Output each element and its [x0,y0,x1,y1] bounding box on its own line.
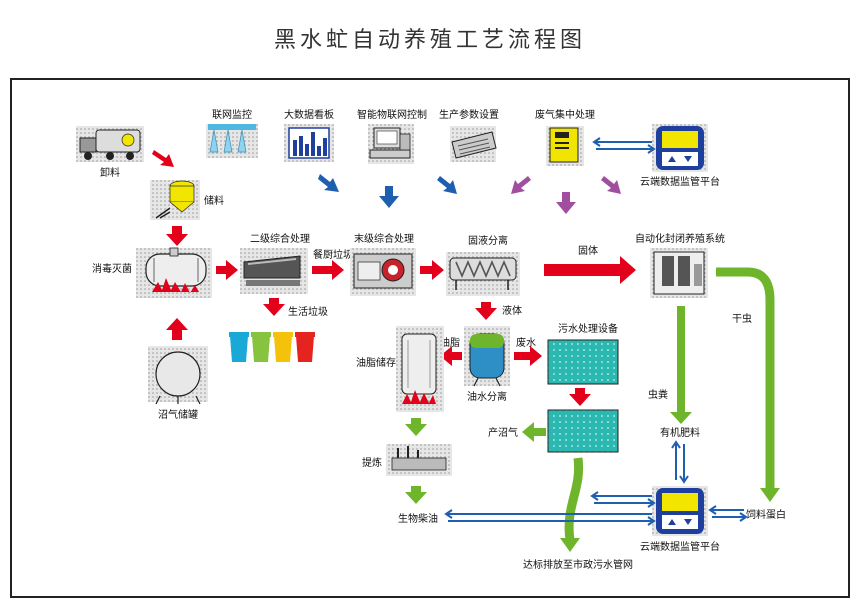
secondary-treatment-icon [240,248,308,294]
refine-down-arrow [405,418,427,436]
garbage-bin-lid [295,332,315,337]
oil-water-separator-icon [464,326,510,387]
insect-feces-label: 虫粪 [648,388,668,401]
garbage-bin [274,336,292,362]
param-down-arrow [511,176,531,194]
liquid-down-arrow [475,302,497,320]
data-board-down-arrow [379,186,399,208]
arrow-to-solid-liquid [420,260,444,280]
exhaust-processing-label: 废气集中处理 [535,108,595,121]
iot-down-arrow [437,176,457,194]
biogas-tank-label: 沼气储罐 [158,408,198,421]
biodiesel-label: 生物柴油 [398,512,438,525]
wastewater-arrow [514,346,542,366]
big-data-board-label: 大数据看板 [284,108,334,121]
biogas-arrow [522,422,546,442]
garbage-bin-lid [251,332,271,337]
truck-icon [76,126,144,162]
grease-label: 油脂 [440,336,460,349]
sewage-equipment-icon [547,339,619,385]
garbage-bin-lid [273,332,293,337]
solid-arrow [544,256,636,284]
diagram-frame [10,78,850,598]
cloud-platform-top-label: 云端数据监管平台 [640,175,720,188]
refining-label: 提炼 [362,456,382,469]
discharge-path [564,457,584,541]
wastewater-label: 废水 [516,336,536,349]
sewage-tank-2-icon [547,409,619,453]
dry-insect-path [716,267,775,490]
auto-breeding-label: 自动化封闭养殖系统 [635,232,725,245]
cloud-platform-bottom-icon [652,486,708,536]
storage-silo-icon [150,180,200,220]
big-data-board-icon [284,124,334,162]
organic-fertilizer-label: 有机肥料 [660,426,700,439]
solid-label: 固体 [578,245,598,257]
biogas-produce-label: 产沼气 [488,426,518,439]
cloud-platform-top-icon [652,124,708,172]
arrow-to-final [312,260,344,280]
disinfection-label: 消毒灭菌 [92,262,132,275]
sewage-equipment-label: 污水处理设备 [558,322,618,335]
exhaust-processor-icon [546,126,584,166]
domestic-garbage-label: 生活垃圾 [288,305,328,318]
dry-insect-label: 干虫 [732,313,752,325]
grease-storage-icon [396,326,444,412]
grease-arrow [440,346,462,366]
dry-insect-arrowhead [760,488,780,502]
page-title: 黑水虻自动养殖工艺流程图 [273,28,586,53]
unload-arrow [152,150,174,167]
garbage-bin [296,336,314,362]
exhaust-down-arrow [556,192,576,214]
exhaust-platform-link [592,137,656,154]
sewage-down-arrow [569,388,591,406]
biodiesel-down-arrow [405,486,427,504]
garbage-bin [252,336,270,362]
monitor-down-arrow [318,174,339,192]
arrow-to-secondary [216,260,238,280]
unload-label: 卸料 [100,166,120,179]
keyboard-icon [450,126,497,162]
network-monitor-icon [206,124,258,158]
down-to-bins-arrow [263,298,285,316]
param-setting-label: 生产参数设置 [439,108,499,121]
storage-label: 储料 [204,194,224,207]
iot-control-icon [368,124,414,164]
solid-liquid-separator-icon [446,252,520,296]
protein-platform-link [708,505,748,522]
iot-control-label: 智能物联网控制 [357,108,427,121]
storage-down-arrow [166,226,188,246]
secondary-treatment-label: 二级综合处理 [250,232,310,245]
garbage-bin-lid [229,332,249,337]
feed-protein-label: 饲料蛋白 [746,508,786,521]
biodiesel-platform-link [444,509,656,526]
discharge-platform-link [590,491,656,508]
garbage-bins [229,332,315,362]
final-treatment-icon [350,248,416,296]
network-monitor-label: 联网监控 [212,108,252,121]
refinery-icon [386,444,452,476]
garbage-bin [230,336,248,362]
discharge-arrowhead [560,538,580,552]
disinfection-tank-icon [136,247,212,298]
biogas-tank-icon [148,346,208,405]
liquid-label: 液体 [502,304,522,317]
gas-up-arrow [166,318,188,340]
feces-down-arrow [670,306,692,424]
fertilizer-platform-link [671,440,689,484]
grease-storage-label: 油脂储存 [356,356,396,369]
kitchen-waste-label: 餐厨垃圾 [313,248,353,261]
auto-breeding-system-icon [650,248,708,298]
platform-down-arrow [601,176,621,194]
oil-water-sep-label: 油水分离 [467,390,507,403]
final-treatment-label: 末级综合处理 [354,232,414,245]
cloud-platform-bottom-label: 云端数据监管平台 [640,540,720,553]
discharge-label: 达标排放至市政污水管网 [523,558,633,571]
solid-liquid-label: 固液分离 [468,234,508,247]
